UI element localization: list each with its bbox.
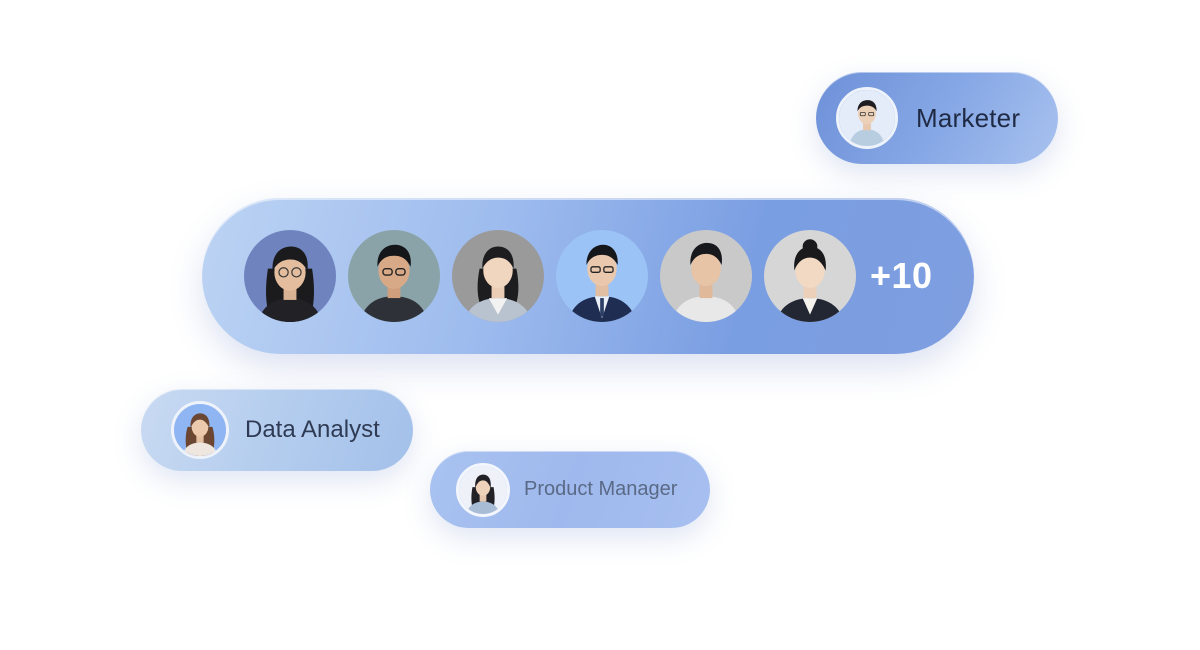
- data-analyst-avatar: [171, 401, 229, 459]
- person-avatar-icon: [348, 230, 440, 322]
- person-avatar-icon: [174, 404, 226, 456]
- data-analyst-chip[interactable]: Data Analyst: [141, 389, 413, 471]
- person-avatar-icon: [244, 230, 336, 322]
- team-avatar-1: [244, 230, 336, 322]
- team-avatar-5: [660, 230, 752, 322]
- person-avatar-icon: [459, 465, 507, 514]
- product-manager-avatar: [456, 462, 510, 517]
- person-avatar-icon: [660, 230, 752, 322]
- team-avatar-group: [244, 230, 856, 322]
- marketer-label: Marketer: [916, 102, 1021, 133]
- team-avatar-6: [764, 230, 856, 322]
- person-avatar-icon: [839, 90, 895, 146]
- person-avatar-icon: [452, 230, 544, 322]
- team-extra-count: +10: [870, 255, 933, 296]
- team-pill[interactable]: +10: [202, 198, 974, 354]
- team-avatar-2: [348, 230, 440, 322]
- person-avatar-icon: [764, 230, 856, 322]
- marketer-avatar: [836, 87, 898, 149]
- team-avatar-3: [452, 230, 544, 322]
- product-manager-chip[interactable]: Product Manager: [430, 451, 710, 528]
- data-analyst-label: Data Analyst: [245, 416, 380, 443]
- person-avatar-icon: [556, 230, 648, 322]
- team-avatar-4: [556, 230, 648, 322]
- marketer-chip[interactable]: Marketer: [816, 72, 1058, 164]
- product-manager-label: Product Manager: [524, 478, 678, 500]
